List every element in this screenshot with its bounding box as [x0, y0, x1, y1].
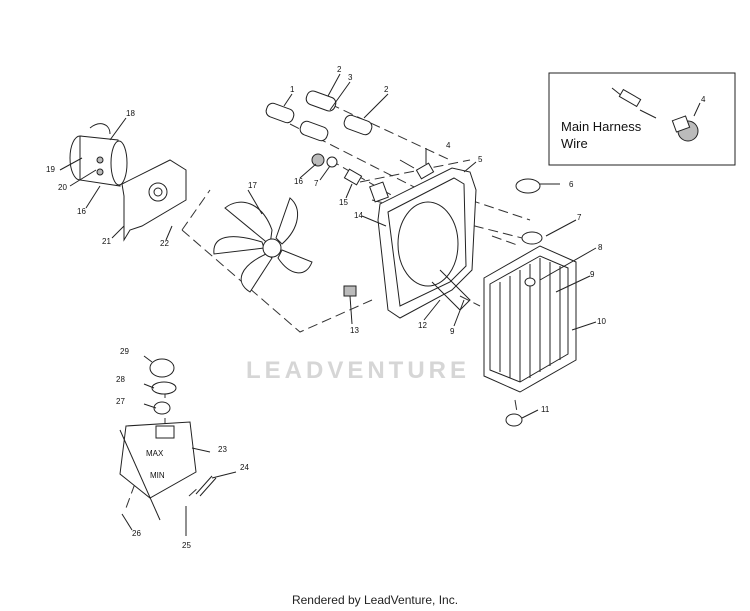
- inset-label-line2: Wire: [561, 136, 588, 151]
- hose-24: [195, 475, 217, 497]
- inset-connector-drawing: [611, 87, 699, 142]
- callout-18: 18: [126, 109, 135, 118]
- watermark: LEADVENTURE: [246, 357, 470, 384]
- callout-7: 7: [314, 179, 319, 188]
- tank-cap-29: [149, 358, 177, 415]
- callout-9: 9: [590, 270, 595, 279]
- callout-4-inset: 4: [701, 95, 706, 104]
- callout-numbers: 1 2 3 2 4 5 6 7 8 9 10 11 12 13 9 14 15 …: [46, 65, 606, 550]
- callout-17: 17: [248, 181, 257, 190]
- callout-24: 24: [240, 463, 249, 472]
- footer-credit: Rendered by LeadVenture, Inc.: [291, 593, 459, 607]
- callout-14: 14: [354, 211, 363, 220]
- fan-motor: [69, 123, 128, 187]
- callout-29: 29: [120, 347, 129, 356]
- callout-5: 5: [478, 155, 483, 164]
- callout-27: 27: [116, 397, 125, 406]
- tank-min-mark: MIN: [150, 471, 165, 480]
- callout-2: 2: [384, 85, 389, 94]
- callout-26: 26: [132, 529, 141, 538]
- leader-lines: [59, 73, 597, 536]
- hoses: [265, 90, 373, 142]
- drain-plug-11: [505, 413, 523, 427]
- callout-25: 25: [182, 541, 191, 550]
- callout-23: 23: [218, 445, 227, 454]
- callout-21: 21: [102, 237, 111, 246]
- callout-19: 19: [46, 165, 55, 174]
- radiator-cap-6: [515, 178, 541, 194]
- callout-10: 10: [597, 317, 606, 326]
- radiator: [483, 231, 577, 393]
- callout-4: 4: [446, 141, 451, 150]
- callout-8: 8: [598, 243, 603, 252]
- callout-16: 16: [77, 207, 86, 216]
- callout-7: 7: [577, 213, 582, 222]
- fan-shroud: [377, 167, 477, 319]
- callout-22: 22: [160, 239, 169, 248]
- callout-15: 15: [339, 198, 348, 207]
- cooling-fan: [213, 197, 313, 293]
- callout-3: 3: [348, 73, 353, 82]
- small-fittings: [311, 153, 389, 203]
- callout-1: 1: [290, 85, 295, 94]
- callout-20: 20: [58, 183, 67, 192]
- callout-13: 13: [350, 326, 359, 335]
- callout-16: 16: [294, 177, 303, 186]
- callout-6: 6: [569, 180, 574, 189]
- callout-9: 9: [450, 327, 455, 336]
- motor-bracket: [121, 159, 187, 242]
- callout-12: 12: [418, 321, 427, 330]
- tank-max-mark: MAX: [146, 449, 164, 458]
- callout-2: 2: [337, 65, 342, 74]
- callout-28: 28: [116, 375, 125, 384]
- overflow-tank: MAX MIN: [119, 421, 197, 521]
- sensor-4: [399, 159, 435, 180]
- inset-label-line1: Main Harness: [561, 119, 642, 134]
- clip-13: [343, 285, 357, 297]
- callout-11: 11: [541, 405, 550, 414]
- inset-box: Main Harness Wire 4: [548, 72, 736, 166]
